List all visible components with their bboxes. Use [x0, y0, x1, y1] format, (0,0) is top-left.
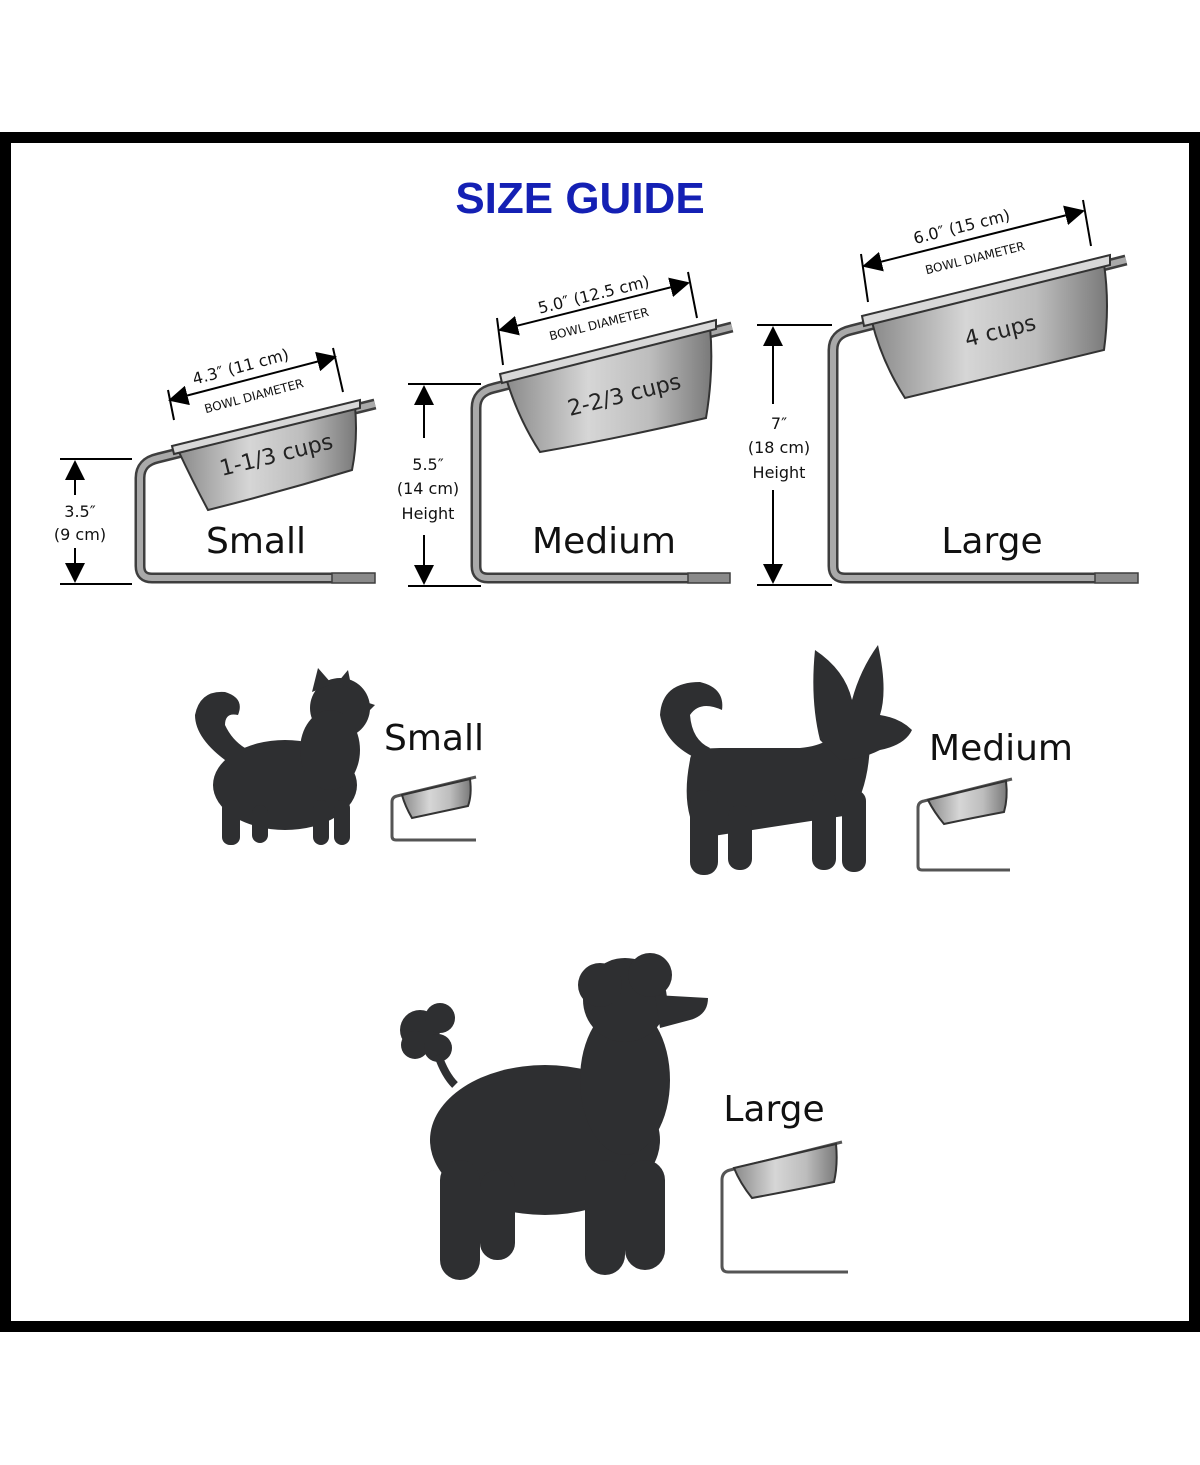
poodle-silhouette-icon: [400, 953, 708, 1280]
frame-border: [0, 132, 1200, 1332]
stand-small: 1-1/3 cups 4.3″ (11 cm) BOWL DIAMETER 3.…: [54, 345, 377, 585]
height-label-large: Height: [753, 463, 806, 482]
height-cm-large: (18 cm): [748, 438, 810, 457]
dog-size-medium: Medium: [929, 728, 1073, 769]
height-cm-small: (9 cm): [54, 525, 106, 544]
bowl-large: [870, 262, 1108, 400]
stand-name-small: Small: [206, 521, 306, 562]
height-label-medium: Height: [402, 504, 455, 523]
height-in-small: 3.5″: [64, 502, 95, 521]
dog-size-large: Large: [723, 1089, 824, 1130]
diameter-label-large: BOWL DIAMETER: [924, 239, 1026, 277]
small-dog-silhouette-icon: [195, 668, 375, 845]
dog-size-small: Small: [384, 718, 484, 759]
bowl-medium: [504, 325, 713, 454]
stand-name-large: Large: [941, 521, 1042, 562]
height-in-medium: 5.5″: [412, 455, 443, 474]
stand-large: 4 cups 6.0″ (15 cm) BOWL DIAMETER 7″ (18…: [748, 199, 1139, 586]
height-cm-medium: (14 cm): [397, 479, 459, 498]
stand-name-medium: Medium: [532, 521, 676, 562]
medium-dog-silhouette-icon: [660, 645, 912, 875]
mini-stand-large-icon: [720, 1140, 848, 1274]
bowl-small: [176, 404, 357, 512]
mini-stand-small-icon: [390, 775, 477, 842]
mini-stand-medium-icon: [916, 777, 1013, 872]
stand-medium: 2-2/3 cups 5.0″ (12.5 cm) BOWL DIAMETER …: [397, 272, 734, 587]
height-in-large: 7″: [771, 414, 787, 433]
page-title: SIZE GUIDE: [455, 174, 704, 223]
